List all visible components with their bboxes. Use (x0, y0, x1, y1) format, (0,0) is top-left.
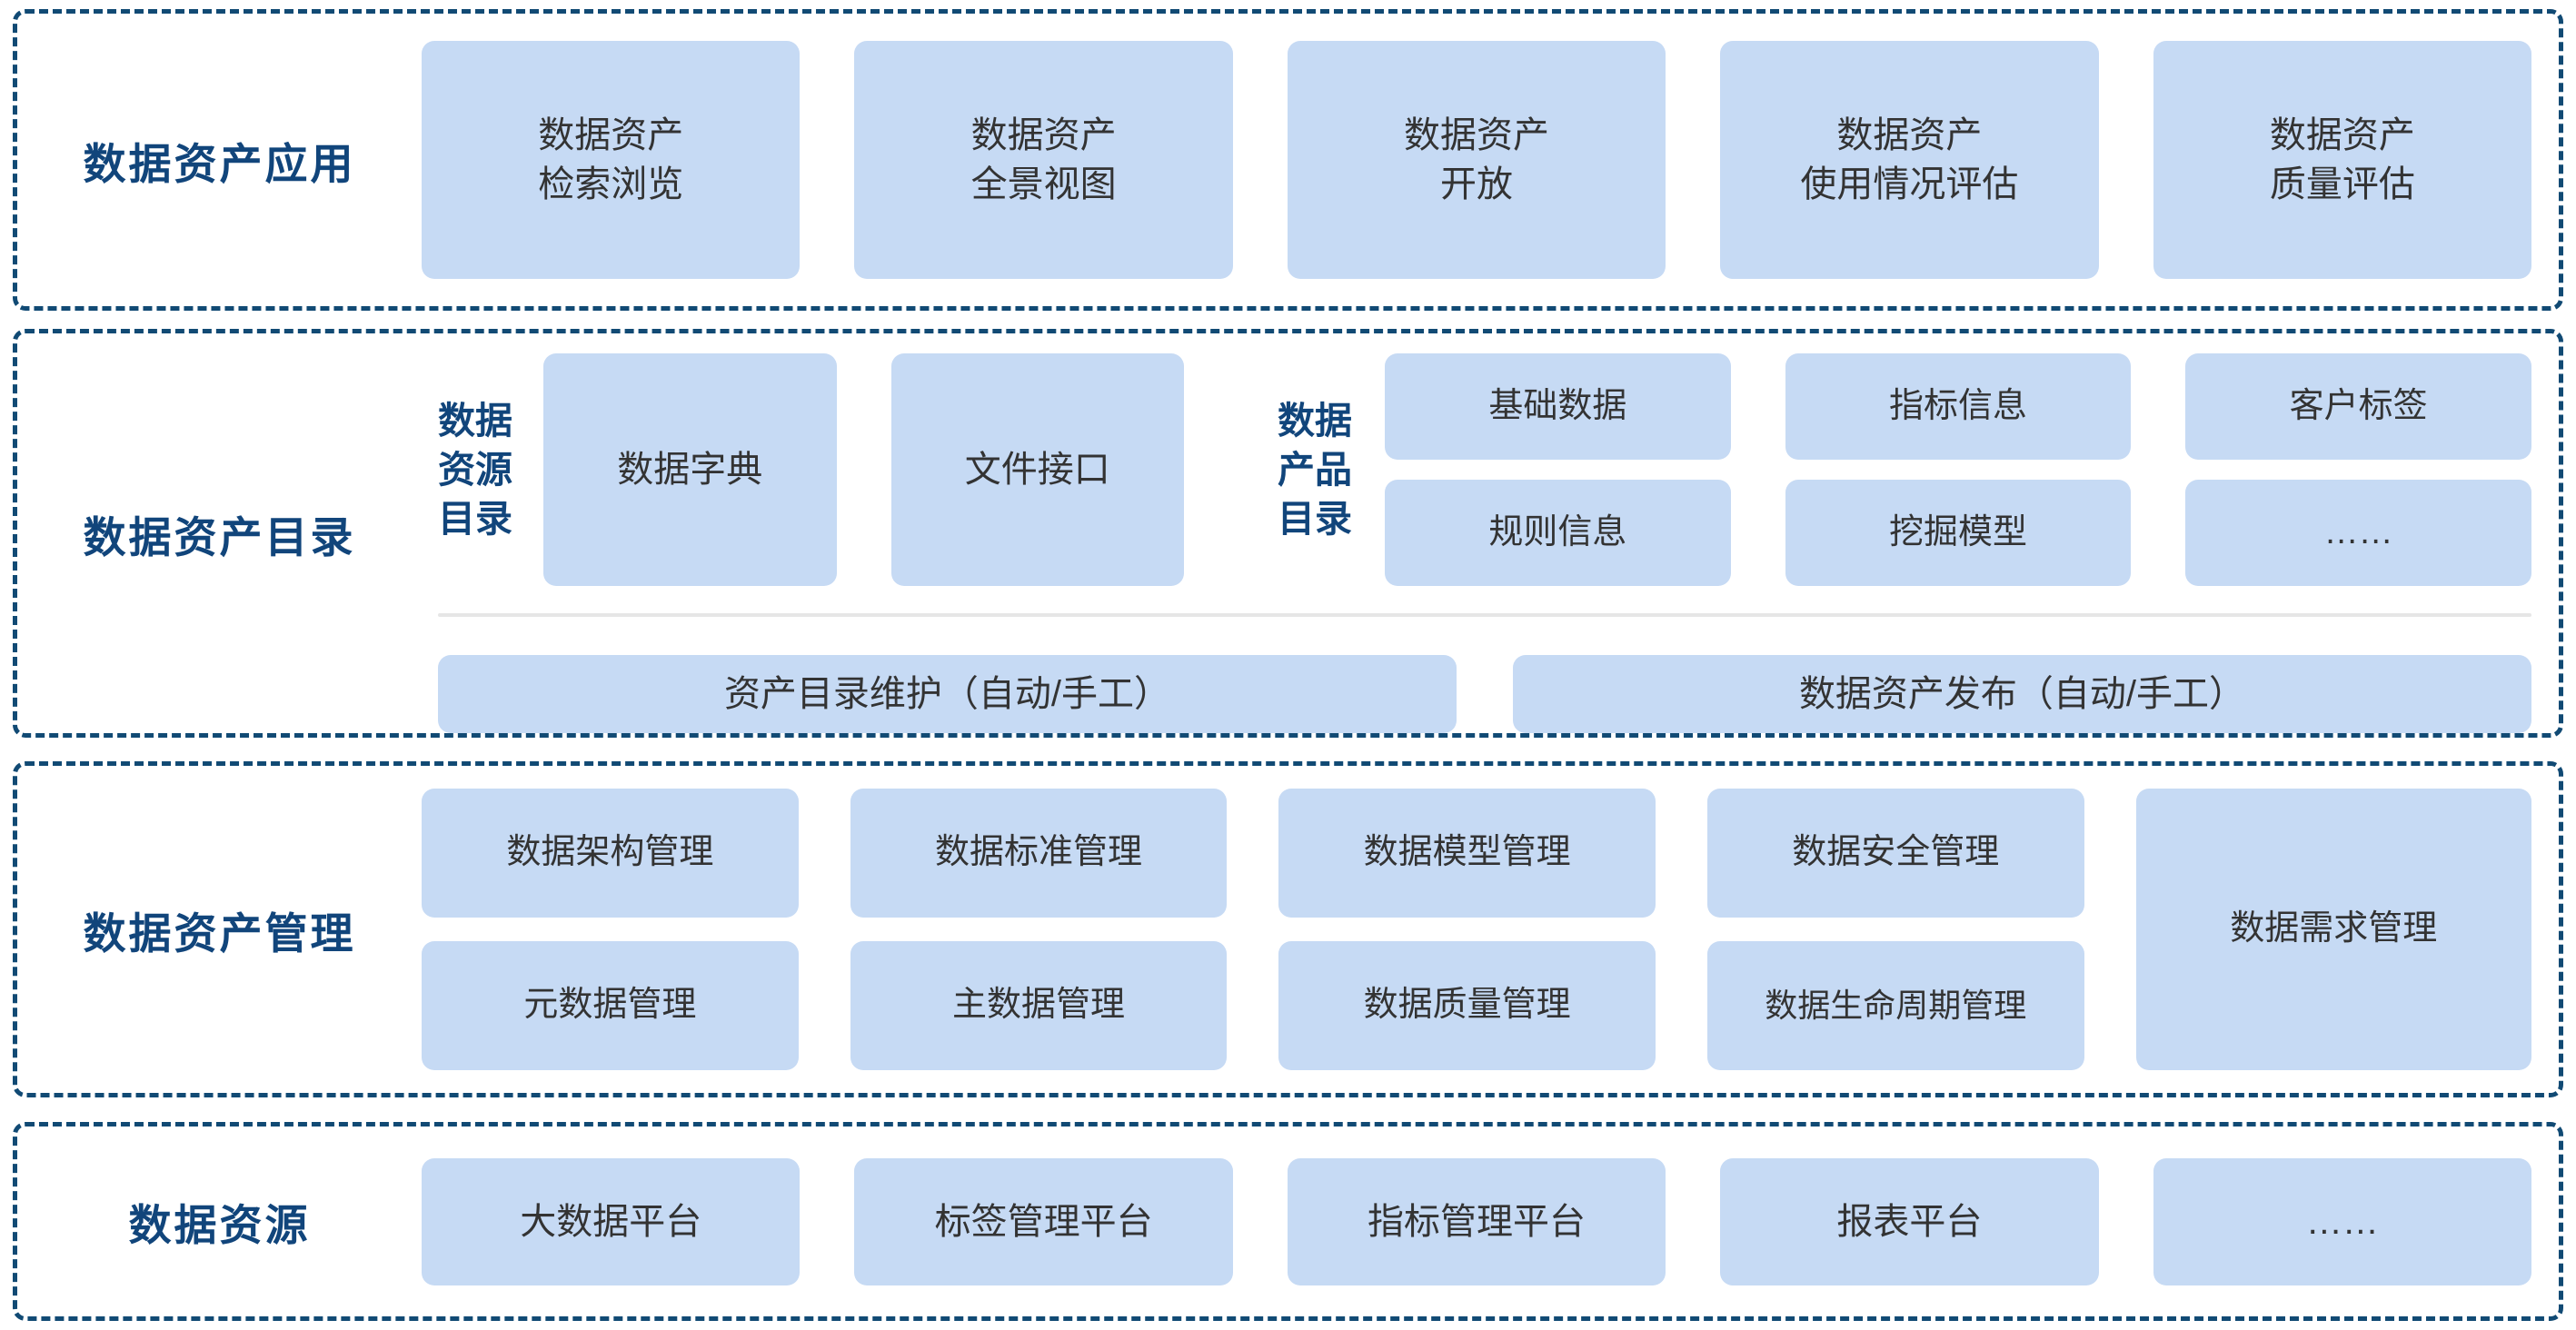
layer-label-catalog: 数据资产目录 (83, 512, 356, 561)
tile-asset-publish[interactable]: 数据资产发布（自动/手工） (1513, 654, 2531, 733)
resource-catalog-label-line-1: 数据 (438, 399, 512, 442)
tile-asset-usage-evaluation[interactable]: 数据资产 使用情况评估 (1720, 41, 2099, 279)
resource-catalog-label: 数据 资源 目录 (422, 353, 529, 586)
catalog-top-area: 数据 资源 目录 数据字典 文件接口 数据 产品 目录 基础数据 指标信息 客户… (422, 353, 2531, 586)
tile-master-data-management[interactable]: 主数据管理 (850, 941, 1228, 1070)
tile-tag-management-platform[interactable]: 标签管理平台 (854, 1157, 1233, 1285)
product-catalog-tiles: 基础数据 指标信息 客户标签 规则信息 挖掘模型 …… (1385, 353, 2531, 586)
tile-basic-data[interactable]: 基础数据 (1385, 353, 1731, 460)
tile-data-quality-management[interactable]: 数据质量管理 (1278, 941, 1656, 1070)
application-tile-row: 数据资产 检索浏览 数据资产 全景视图 数据资产 开放 数据资产 使用情况评估 … (422, 41, 2532, 279)
layer-panel-application: 数据资产应用 数据资产 检索浏览 数据资产 全景视图 数据资产 开放 数据资产 … (13, 9, 2563, 311)
tile-data-standard-management[interactable]: 数据标准管理 (850, 789, 1228, 918)
product-catalog-label: 数据 产品 目录 (1261, 353, 1368, 586)
layer-panel-management: 数据资产管理 数据架构管理 数据标准管理 数据模型管理 数据安全管理 数据需求管… (13, 761, 2563, 1097)
tile-big-data-platform[interactable]: 大数据平台 (422, 1157, 801, 1285)
resource-catalog-tiles: 数据字典 文件接口 (543, 353, 1184, 586)
layer-body-application: 数据资产 检索浏览 数据资产 全景视图 数据资产 开放 数据资产 使用情况评估 … (422, 14, 2559, 306)
tile-indicator-info[interactable]: 指标信息 (1785, 353, 2132, 460)
tile-customer-tag[interactable]: 客户标签 (2185, 353, 2531, 460)
product-catalog-label-line-3: 目录 (1278, 497, 1352, 540)
catalog-bottom-area: 资产目录维护（自动/手工） 数据资产发布（自动/手工） (438, 654, 2531, 733)
tile-asset-search-browse[interactable]: 数据资产 检索浏览 (422, 41, 801, 279)
tile-data-model-management[interactable]: 数据模型管理 (1278, 789, 1656, 918)
tile-asset-panorama-view[interactable]: 数据资产 全景视图 (854, 41, 1233, 279)
layer-body-source: 大数据平台 标签管理平台 指标管理平台 报表平台 …… (422, 1127, 2559, 1316)
source-tile-row: 大数据平台 标签管理平台 指标管理平台 报表平台 …… (422, 1157, 2532, 1285)
resource-catalog-label-line-3: 目录 (438, 497, 512, 540)
layer-panel-source: 数据资源 大数据平台 标签管理平台 指标管理平台 报表平台 …… (13, 1122, 2563, 1321)
tile-catalog-maintenance[interactable]: 资产目录维护（自动/手工） (438, 654, 1457, 733)
tile-data-dictionary[interactable]: 数据字典 (543, 353, 837, 586)
layer-body-catalog: 数据 资源 目录 数据字典 文件接口 数据 产品 目录 基础数据 指标信息 客户… (422, 333, 2559, 733)
resource-catalog-label-line-2: 资源 (438, 448, 512, 491)
layer-body-management: 数据架构管理 数据标准管理 数据模型管理 数据安全管理 数据需求管理 元数据管理… (422, 766, 2559, 1093)
catalog-separator (438, 612, 2531, 617)
management-tile-grid: 数据架构管理 数据标准管理 数据模型管理 数据安全管理 数据需求管理 元数据管理… (422, 789, 2531, 1070)
layer-label-application: 数据资产应用 (83, 139, 356, 188)
tile-data-architecture-management[interactable]: 数据架构管理 (422, 789, 799, 918)
tile-product-catalog-more[interactable]: …… (2185, 479, 2531, 586)
tile-mining-model[interactable]: 挖掘模型 (1785, 479, 2132, 586)
layer-panel-catalog: 数据资产目录 数据 资源 目录 数据字典 文件接口 数据 产品 目录 (13, 329, 2563, 738)
tile-data-security-management[interactable]: 数据安全管理 (1706, 789, 2084, 918)
tile-indicator-management-platform[interactable]: 指标管理平台 (1287, 1157, 1666, 1285)
tile-report-platform[interactable]: 报表平台 (1720, 1157, 2099, 1285)
product-catalog-label-line-1: 数据 (1278, 399, 1352, 442)
tile-data-requirement-management[interactable]: 数据需求管理 (2135, 789, 2531, 1070)
tile-asset-open[interactable]: 数据资产 开放 (1287, 41, 1666, 279)
product-catalog-label-line-2: 产品 (1278, 448, 1352, 491)
layer-label-source: 数据资源 (128, 1201, 311, 1249)
tile-rule-info[interactable]: 规则信息 (1385, 479, 1731, 586)
layer-label-management: 数据资产管理 (83, 908, 356, 958)
tile-asset-quality-evaluation[interactable]: 数据资产 质量评估 (2153, 41, 2532, 279)
tile-source-more[interactable]: …… (2153, 1157, 2532, 1285)
tile-metadata-management[interactable]: 元数据管理 (422, 941, 799, 1070)
tile-data-lifecycle-management[interactable]: 数据生命周期管理 (1706, 941, 2084, 1070)
tile-file-interface[interactable]: 文件接口 (890, 353, 1184, 586)
